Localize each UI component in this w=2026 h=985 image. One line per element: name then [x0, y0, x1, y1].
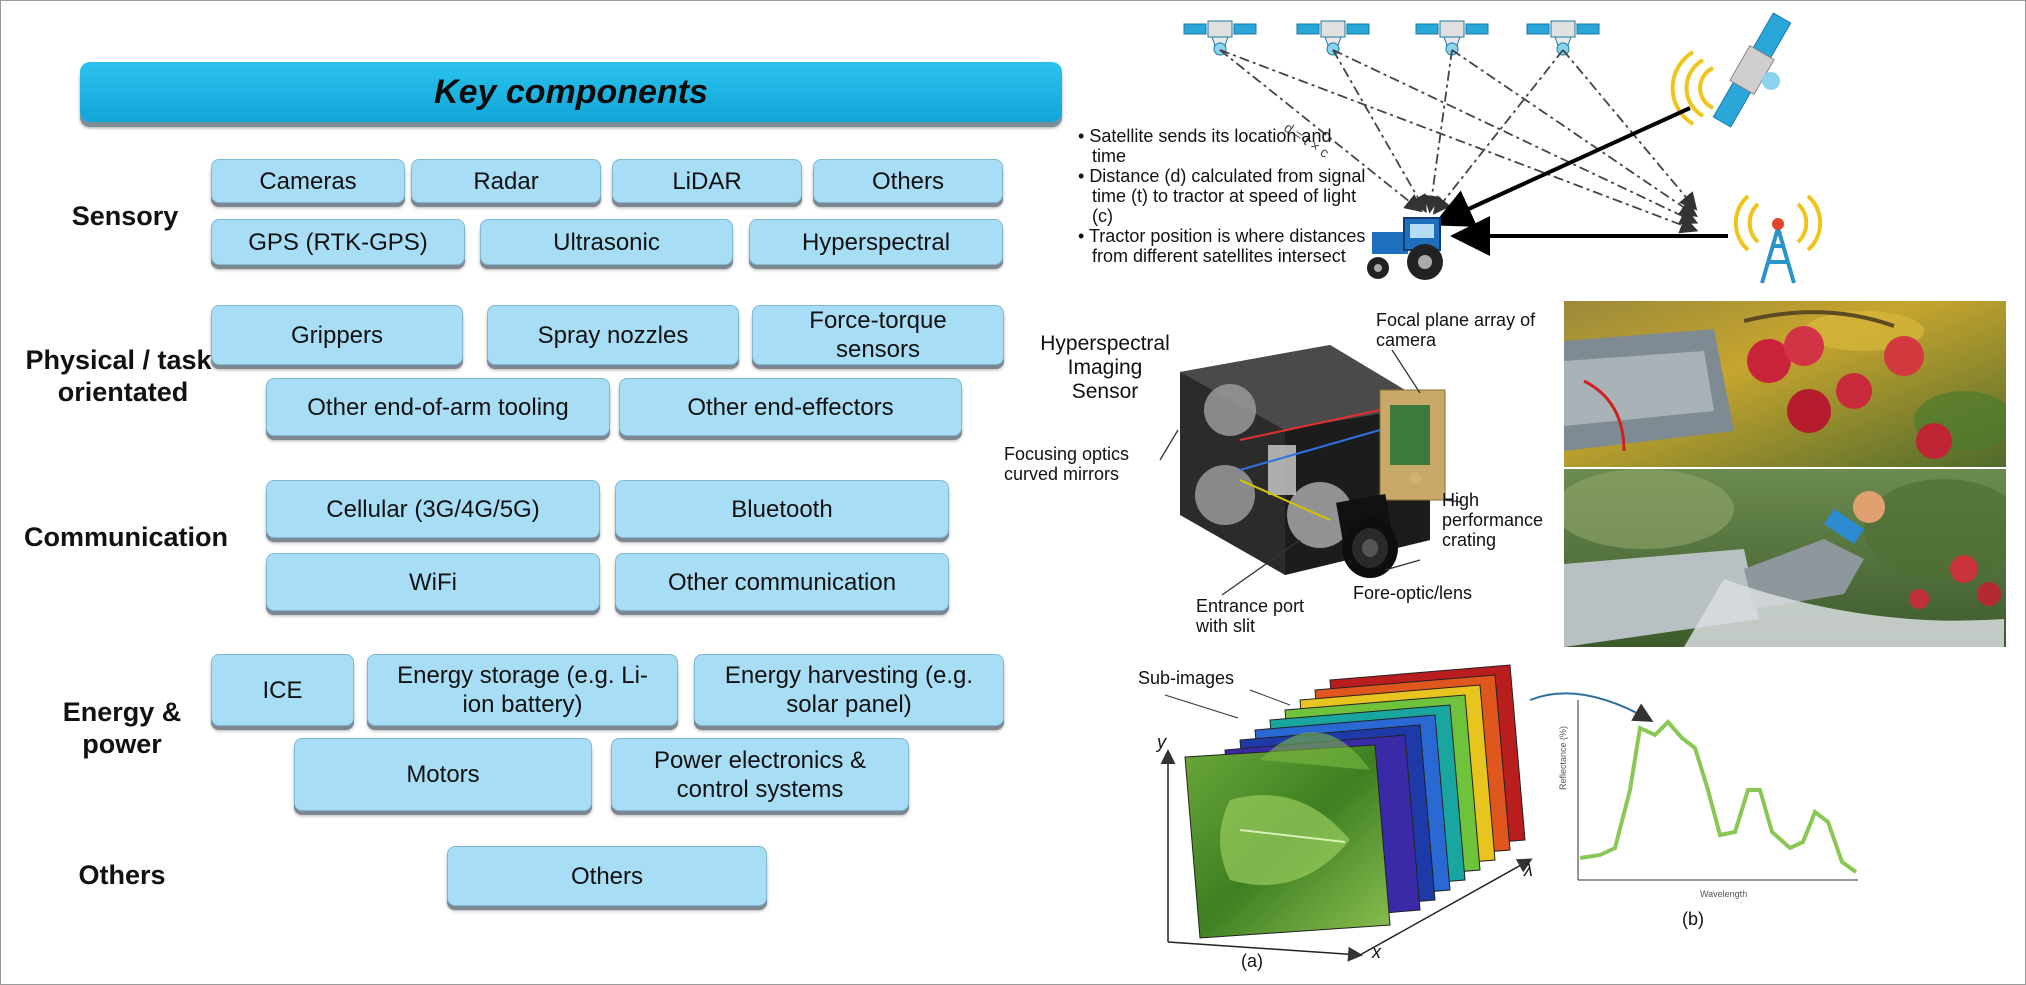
component-box: GPS (RTK-GPS) [211, 219, 465, 265]
component-box: Energy harvesting (e.g. solar panel) [694, 654, 1004, 726]
apple-gripper-photo [1564, 301, 2006, 467]
fore-optic-label: Fore-optic/lens [1353, 583, 1473, 603]
component-box: Cameras [211, 159, 405, 203]
large-satellite-icon [1712, 12, 1792, 128]
orchard-robot-photo-svg [1564, 469, 2006, 647]
component-box: ICE [211, 654, 354, 726]
key-components-title: Key components [434, 72, 708, 111]
sub-images-label: Sub-images [1138, 668, 1235, 688]
component-box: Power electronics & control systems [611, 738, 909, 811]
gps-bullets: • Satellite sends its location and time … [1078, 126, 1368, 266]
category-physical: Physical / task-orientated [25, 345, 221, 407]
orchard-robot-photo [1564, 469, 2006, 647]
satellite-icon [1183, 20, 1600, 56]
component-box: Others [813, 159, 1003, 203]
component-box: Spray nozzles [487, 305, 739, 365]
y-axis-label: y [1157, 732, 1166, 752]
gps-bullet: • Tractor position is where distances fr… [1078, 226, 1366, 266]
spectrum-arrow [1529, 692, 1654, 722]
gps-bullet: • Satellite sends its location and time [1078, 126, 1332, 166]
focusing-optics-label: Focusing optics curved mirrors [1004, 444, 1130, 484]
component-box: Radar [411, 159, 601, 203]
focal-plane-label: Focal plane array of camera [1376, 310, 1536, 350]
component-box: LiDAR [612, 159, 802, 203]
component-box: Grippers [211, 305, 463, 365]
spectrum-ylabel: Reflectance (%) [1558, 726, 1568, 790]
category-sensory: Sensory [71, 201, 179, 231]
component-box: Other communication [615, 553, 949, 611]
category-communication: Communication [23, 522, 228, 552]
spectrum-xlabel: Wavelength [1700, 889, 1747, 899]
category-others: Others [78, 860, 166, 890]
hypercube-illustration [1160, 664, 1533, 962]
component-box: Cellular (3G/4G/5G) [266, 480, 600, 538]
key-components-header: Key components [80, 62, 1062, 122]
apple-gripper-photo-svg [1564, 301, 2006, 467]
x-axis-label: x [1372, 942, 1381, 962]
component-box: Other end-of-arm tooling [266, 378, 610, 436]
label-a: (a) [1241, 951, 1263, 971]
hyperspectral-title: Hyperspectral Imaging Sensor [1040, 332, 1170, 403]
cell-tower-icon [1760, 218, 1796, 284]
gps-bullet: • Distance (d) calculated from signal ti… [1078, 166, 1366, 226]
component-box: Ultrasonic [480, 219, 733, 265]
component-box: Motors [294, 738, 592, 811]
spectrum-line [1579, 719, 1858, 874]
component-box: Bluetooth [615, 480, 949, 538]
signal-waves-icon [1670, 50, 1714, 126]
component-box: Other end-effectors [619, 378, 962, 436]
category-energy: Energy & power [62, 697, 182, 759]
spectrum-plot: Reflectance (%) Wavelength [1558, 700, 1858, 899]
lambda-axis-label: λ [1524, 860, 1533, 880]
hyperspectral-camera-illustration [1180, 345, 1446, 578]
component-box: Force-torque sensors [752, 305, 1004, 365]
label-b: (b) [1682, 909, 1704, 929]
signal-lines [1219, 49, 1699, 234]
tractor-icon [1367, 217, 1443, 280]
satellite-arrow [1432, 106, 1691, 227]
entrance-port-label: Entrance port with slit [1196, 596, 1305, 636]
component-box: Energy storage (e.g. Li-ion battery) [367, 654, 678, 726]
camera-callout-lines [1159, 349, 1463, 596]
high-performance-label: High performance crating [1442, 490, 1544, 550]
component-box: Hyperspectral [749, 219, 1003, 265]
component-box: Others [447, 846, 767, 906]
tower-signal-icon [1733, 194, 1823, 252]
component-box: WiFi [266, 553, 600, 611]
